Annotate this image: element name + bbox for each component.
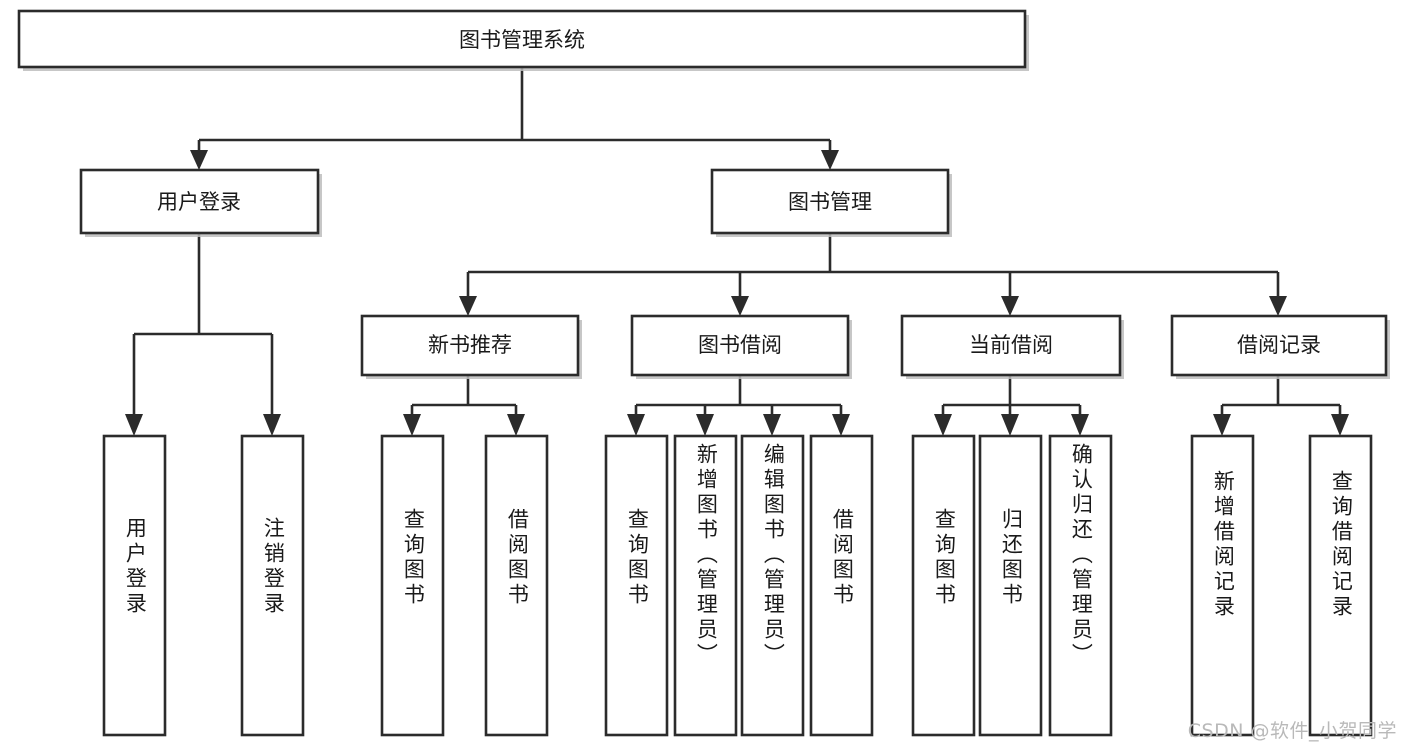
current-borrow-label: 当前借阅 bbox=[969, 333, 1053, 357]
leaf-box-current-confirm[interactable] bbox=[1048, 434, 1113, 737]
leaf-box-borrow-add[interactable] bbox=[673, 434, 738, 737]
arrow-to-leaf-borrow-query bbox=[627, 414, 645, 436]
current-borrow-box[interactable] bbox=[900, 314, 1122, 377]
leaf-box-record-add[interactable] bbox=[1190, 434, 1255, 737]
node-borrow-record[interactable]: 借阅记录 bbox=[1170, 314, 1390, 379]
node-new-book-recommend[interactable]: 新书推荐 bbox=[360, 314, 582, 379]
book-borrow-label: 图书借阅 bbox=[698, 333, 782, 357]
arrow-to-leaf-record-add bbox=[1213, 414, 1231, 436]
user-login-box[interactable] bbox=[79, 168, 320, 235]
arrow-to-book-borrow bbox=[731, 296, 749, 316]
arrow-to-leaf-borrow-edit bbox=[763, 414, 781, 436]
node-current-borrow[interactable]: 当前借阅 bbox=[900, 314, 1124, 379]
arrow-to-leaf-current-query bbox=[934, 414, 952, 436]
node-root[interactable]: 图书管理系统 bbox=[17, 9, 1029, 71]
leaf-box-current-return[interactable] bbox=[978, 434, 1043, 737]
book-management-label: 图书管理 bbox=[788, 190, 872, 214]
leaf-box-record-query[interactable] bbox=[1308, 434, 1373, 737]
arrow-to-new-book-recommend bbox=[459, 296, 477, 316]
borrow-record-box[interactable] bbox=[1170, 314, 1388, 377]
arrow-to-leaf-recommend-query bbox=[403, 414, 421, 436]
arrow-to-book-mgmt bbox=[821, 150, 839, 170]
book-management-box[interactable] bbox=[710, 168, 950, 235]
leaf-box-borrow-edit[interactable] bbox=[740, 434, 805, 737]
leaf-box-recommend-borrow[interactable] bbox=[484, 434, 549, 737]
new-book-recommend-box[interactable] bbox=[360, 314, 580, 377]
leaf-box-logout[interactable] bbox=[240, 434, 305, 737]
csdn-watermark: CSDN @软件_小贺同学 bbox=[1187, 720, 1397, 742]
arrow-to-leaf-borrow-add bbox=[696, 414, 714, 436]
leaf-box-borrow-query[interactable] bbox=[604, 434, 669, 737]
leaf-box-recommend-query[interactable] bbox=[380, 434, 445, 737]
arrow-to-leaf-borrow-lend bbox=[832, 414, 850, 436]
arrow-to-leaf-record-query bbox=[1331, 414, 1349, 436]
leaf-boxes bbox=[102, 434, 1373, 737]
arrow-to-leaf-user-login bbox=[125, 414, 143, 436]
node-book-management[interactable]: 图书管理 bbox=[710, 168, 952, 237]
root-label: 图书管理系统 bbox=[459, 28, 585, 52]
node-book-borrow[interactable]: 图书借阅 bbox=[630, 314, 852, 379]
leaf-box-user-login[interactable] bbox=[102, 434, 167, 737]
arrow-to-borrow-record bbox=[1269, 296, 1287, 316]
leaf-box-current-query[interactable] bbox=[911, 434, 976, 737]
arrow-to-current-borrow bbox=[1001, 296, 1019, 316]
node-user-login[interactable]: 用户登录 bbox=[79, 168, 322, 237]
arrow-to-leaf-current-return bbox=[1001, 414, 1019, 436]
arrow-to-user-login bbox=[190, 150, 208, 170]
arrow-to-leaf-logout bbox=[263, 414, 281, 436]
root-box[interactable] bbox=[17, 9, 1027, 69]
user-login-label: 用户登录 bbox=[157, 190, 241, 214]
new-book-recommend-label: 新书推荐 bbox=[428, 333, 512, 357]
leaf-box-borrow-lend[interactable] bbox=[809, 434, 874, 737]
borrow-record-label: 借阅记录 bbox=[1237, 333, 1321, 357]
book-borrow-box[interactable] bbox=[630, 314, 850, 377]
arrow-to-leaf-current-confirm bbox=[1071, 414, 1089, 436]
connector-layer bbox=[125, 67, 1349, 436]
arrow-to-leaf-recommend-borrow bbox=[507, 414, 525, 436]
